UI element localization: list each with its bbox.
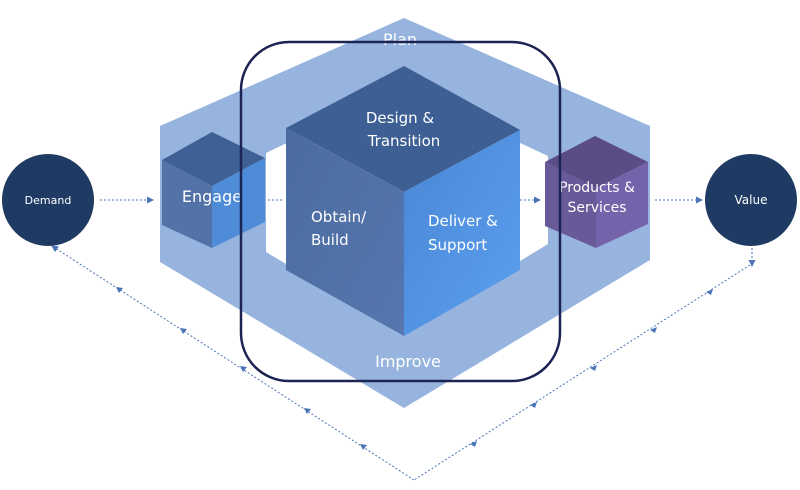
products-cube-top — [545, 136, 648, 188]
engage-cube-top — [162, 132, 265, 186]
plan-label: Plan — [383, 30, 417, 49]
central-cube: Design & Transition Obtain/ Build Delive… — [286, 66, 520, 336]
engage-label: Engage — [182, 187, 242, 206]
engage-cube-left — [162, 160, 212, 248]
engage-cube: Engage — [162, 132, 265, 248]
highlight-frame — [239, 40, 562, 383]
value-chain-band — [160, 18, 650, 408]
demand-label: Demand — [25, 194, 72, 207]
central-cube-right — [404, 130, 520, 336]
obtain-build-line2: Build — [311, 231, 349, 249]
loop-arrowheads — [116, 287, 713, 450]
value-label: Value — [735, 193, 768, 207]
products-label-line1: Products & — [559, 180, 635, 196]
demand-node: Demand — [2, 154, 94, 246]
design-transition-line2: Transition — [367, 132, 441, 150]
value-circle — [705, 154, 797, 246]
demand-circle — [2, 154, 94, 246]
value-node: Value — [705, 154, 797, 246]
products-cube-left — [545, 162, 596, 248]
engage-cube-right — [212, 158, 265, 248]
loop-right-segment — [413, 264, 751, 481]
improve-label: Improve — [375, 352, 441, 371]
deliver-support-line2: Support — [428, 236, 487, 254]
products-label-line2: Services — [567, 200, 626, 216]
deliver-support-line1: Deliver & — [428, 212, 498, 230]
obtain-build-line1: Obtain/ — [311, 208, 367, 226]
design-transition-line1: Design & — [366, 109, 435, 127]
products-cube-right — [596, 162, 648, 248]
products-services-cube: Products & Services — [545, 136, 648, 248]
central-cube-left — [286, 128, 404, 336]
central-cube-top — [286, 66, 520, 192]
